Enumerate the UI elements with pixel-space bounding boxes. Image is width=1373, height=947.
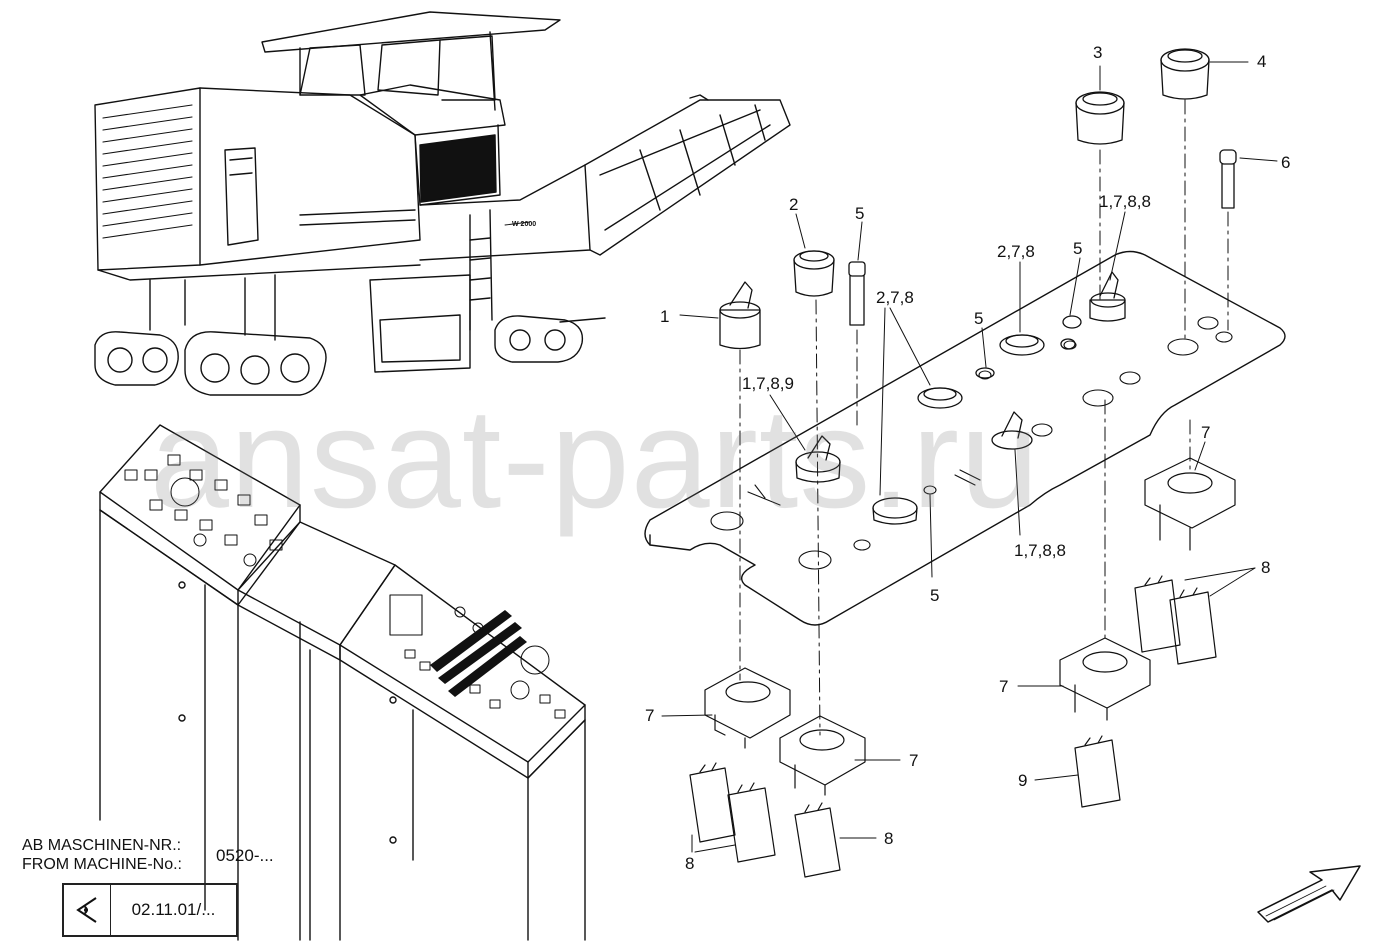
callout-label: 8 (884, 829, 894, 848)
contact-blocks-and-holders (689, 457, 1236, 878)
callout-label: 9 (1018, 771, 1028, 790)
callout-leader-lines (661, 61, 1278, 853)
callout-label: 1,7,8,8 (1099, 192, 1151, 211)
callout-label: 6 (1281, 153, 1291, 172)
callout-label: 5 (930, 586, 940, 605)
callout-label: 2 (789, 195, 799, 214)
from-machine-number-label: FROM MACHINE-No.: (22, 856, 182, 873)
callout-label: 2,7,8 (876, 288, 914, 307)
callout-label: 2,7,8 (997, 242, 1035, 261)
callout-label: 3 (1093, 43, 1103, 62)
eye-view-icon (64, 885, 111, 935)
callout-label: 8 (685, 854, 695, 873)
callout-label: 7 (645, 706, 655, 725)
reference-text: 02.11.01/... (131, 900, 216, 919)
callout-label: 7 (999, 677, 1009, 696)
next-page-arrow-icon[interactable] (1257, 865, 1361, 923)
callout-label: 5 (1073, 239, 1083, 258)
machine-model-badge: W 2000 (512, 221, 537, 228)
callout-label: 5 (855, 204, 865, 223)
control-cabinet-illustration (99, 424, 586, 941)
switch-panel-plate (644, 250, 1286, 626)
callout-label: 5 (974, 309, 984, 328)
callout-label: 1,7,8,8 (1014, 541, 1066, 560)
machine-number-value: 0520-... (216, 846, 274, 865)
ab-machine-number-label: AB MASCHINEN-NR.: (22, 837, 182, 854)
callout-label: 7 (909, 751, 919, 770)
push-buttons-and-selectors (719, 48, 1237, 525)
reference-box[interactable]: 02.11.01/... (62, 883, 238, 937)
callout-label: 1,7,8,9 (742, 374, 794, 393)
callout-label: 1 (660, 307, 670, 326)
callout-label: 4 (1257, 52, 1267, 71)
callout-label: 7 (1201, 423, 1211, 442)
callout-label: 8 (1261, 558, 1271, 577)
assembly-center-lines (739, 99, 1229, 736)
milling-machine-illustration (94, 11, 791, 396)
